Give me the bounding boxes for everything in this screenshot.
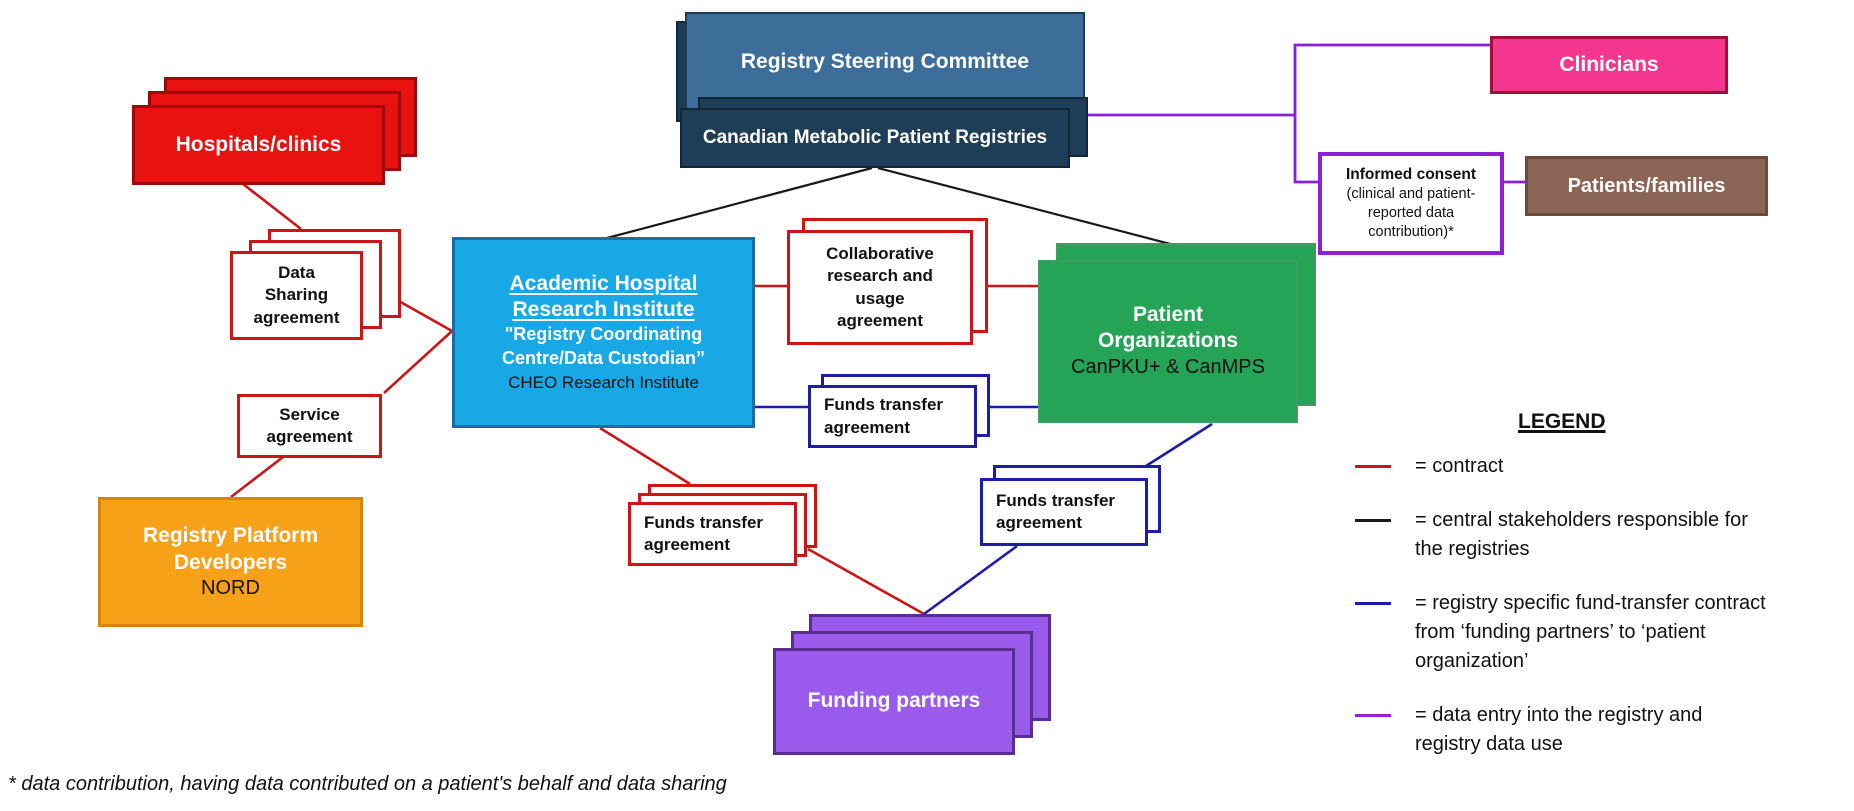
node-registry-platform-developers: Registry Platform Developers NORD	[98, 497, 363, 627]
node-hospitals-clinics: Hospitals/clinics	[132, 77, 417, 185]
academic-hospital-footer: CHEO Research Institute	[508, 373, 699, 393]
registries-label: Canadian Metabolic Patient Registries	[702, 127, 1048, 149]
legend: LEGEND = contract = central stakeholders…	[1355, 410, 1854, 784]
stakeholder-line-swatch	[1355, 519, 1391, 522]
fund-transfer-line-swatch	[1355, 602, 1391, 605]
node-funds-transfer-right: Funds transfer agreement	[980, 465, 1161, 546]
legend-item-data-entry: = data entry into the registry and regis…	[1355, 701, 1854, 759]
platform-developers-subtitle: NORD	[201, 576, 260, 599]
node-canadian-metabolic-patient-registries: Canadian Metabolic Patient Registries	[680, 97, 1088, 168]
node-collaborative-agreement: Collaborative research and usage agreeme…	[787, 218, 988, 345]
node-patients-families: Patients/families	[1525, 156, 1768, 216]
informed-consent-title: Informed consent	[1345, 166, 1477, 184]
patient-organizations-title: Patient Organizations	[1097, 302, 1239, 352]
service-agreement-label: Service agreement	[266, 404, 353, 446]
funds-transfer-center-label: Funds transfer agreement	[824, 395, 944, 437]
legend-label-central-stakeholders: = central stakeholders responsible for t…	[1415, 509, 1748, 560]
node-clinicians: Clinicians	[1490, 36, 1728, 94]
legend-title: LEGEND	[1518, 410, 1606, 433]
contract-line-swatch	[1355, 465, 1391, 468]
funds-transfer-right-label: Funds transfer agreement	[996, 490, 1116, 532]
clinicians-label: Clinicians	[1559, 52, 1659, 76]
legend-label-fund-transfer: = registry specific fund-transfer contra…	[1415, 592, 1766, 672]
informed-consent-subtitle: (clinical and patient- reported data con…	[1346, 186, 1476, 240]
footnote: * data contribution, having data contrib…	[8, 773, 727, 795]
stakeholder-lines	[606, 166, 1179, 248]
data-sharing-label: Data Sharing agreement	[253, 262, 340, 327]
academic-hospital-title-2: Research Institute	[512, 298, 695, 322]
node-informed-consent: Informed consent (clinical and patient- …	[1318, 152, 1504, 255]
node-data-sharing-agreement: Data Sharing agreement	[230, 229, 401, 340]
patient-organizations-subtitle: CanPKU+ & CanMPS	[1071, 356, 1265, 379]
data-entry-line-swatch	[1355, 714, 1391, 717]
contract-lines	[230, 182, 1038, 616]
patients-families-label: Patients/families	[1567, 174, 1726, 197]
node-patient-organizations: Patient Organizations CanPKU+ & CanMPS	[1038, 243, 1316, 423]
legend-item-fund-transfer: = registry specific fund-transfer contra…	[1355, 589, 1854, 676]
node-funding-partners: Funding partners	[773, 614, 1051, 755]
legend-item-contract: = contract	[1355, 452, 1854, 481]
funds-transfer-left-label: Funds transfer agreement	[644, 512, 764, 554]
academic-hospital-title-1: Academic Hospital	[509, 271, 698, 295]
data-entry-lines	[1070, 43, 1525, 184]
node-funds-transfer-left: Funds transfer agreement	[628, 484, 817, 566]
academic-hospital-subtitle: "Registry Coordinating Centre/Data Custo…	[501, 324, 706, 368]
legend-item-central-stakeholders: = central stakeholders responsible for t…	[1355, 506, 1854, 564]
legend-label-contract: = contract	[1415, 455, 1504, 477]
node-academic-hospital-research-institute: Academic Hospital Research Institute "Re…	[452, 237, 755, 428]
legend-label-data-entry: = data entry into the registry and regis…	[1415, 704, 1703, 755]
hospitals-label: Hospitals/clinics	[175, 132, 342, 156]
funding-partners-label: Funding partners	[807, 689, 981, 713]
node-service-agreement: Service agreement	[237, 394, 382, 458]
node-funds-transfer-center: Funds transfer agreement	[808, 374, 990, 448]
platform-developers-title: Registry Platform Developers	[142, 524, 319, 574]
collaborative-agreement-label: Collaborative research and usage agreeme…	[826, 243, 934, 330]
node-registry-steering-committee: Registry Steering Committee	[676, 12, 1085, 122]
steering-committee-label: Registry Steering Committee	[740, 50, 1030, 74]
